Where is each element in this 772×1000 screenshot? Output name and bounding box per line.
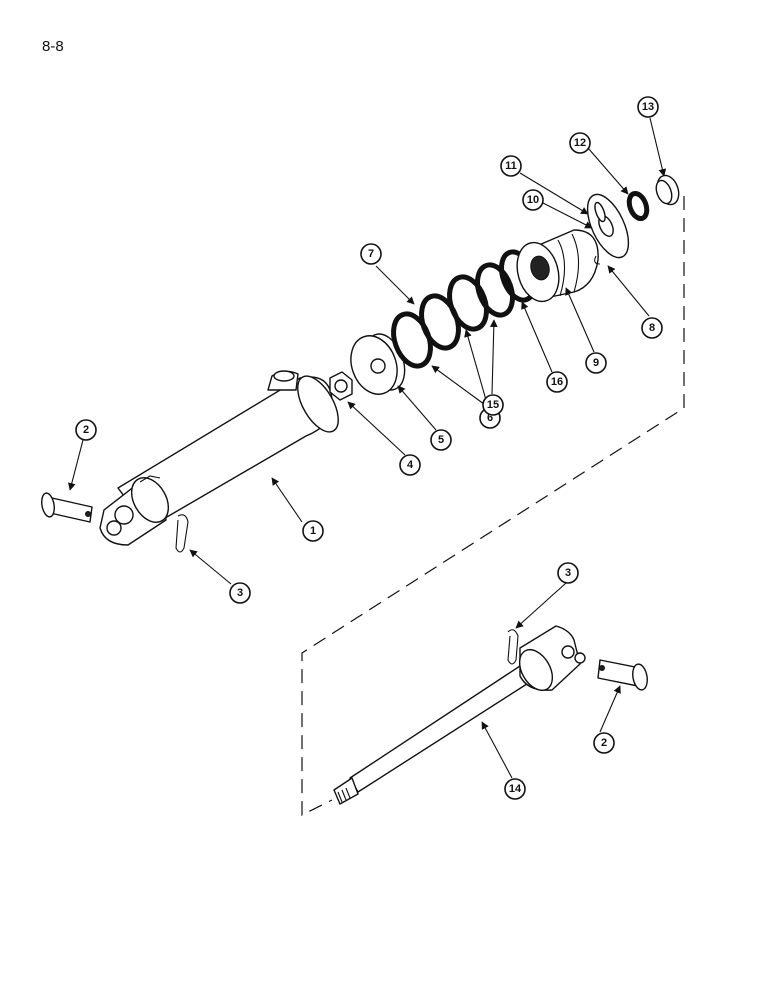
callout-16: 16 <box>546 371 568 393</box>
nut <box>329 371 353 401</box>
callout-12: 12 <box>569 132 591 154</box>
svg-text:7: 7 <box>368 248 374 260</box>
svg-text:12: 12 <box>574 137 586 149</box>
svg-text:9: 9 <box>593 357 599 369</box>
svg-text:2: 2 <box>83 424 89 436</box>
svg-text:2: 2 <box>601 737 607 749</box>
callout-2-lower: 2 <box>593 732 615 754</box>
callout-10: 10 <box>522 189 544 211</box>
svg-text:13: 13 <box>642 101 654 113</box>
callout-3-upper: 3 <box>229 582 251 604</box>
leader-lines <box>68 117 667 779</box>
flat-washer <box>594 201 606 223</box>
svg-text:5: 5 <box>438 434 444 446</box>
wiper-ring <box>626 190 650 222</box>
callout-4: 4 <box>399 454 421 476</box>
callout-15: 15 <box>482 394 504 416</box>
svg-text:1: 1 <box>310 525 316 537</box>
callout-13: 13 <box>637 96 659 118</box>
piston-rod <box>333 625 586 805</box>
callout-7: 7 <box>360 243 382 265</box>
svg-text:11: 11 <box>505 160 517 172</box>
wiper-seal <box>655 174 680 206</box>
callout-5: 5 <box>430 429 452 451</box>
callout-9: 9 <box>585 352 607 374</box>
hair-pin-clip-lower <box>507 629 519 665</box>
page-number: 8-8 <box>42 38 64 55</box>
svg-text:15: 15 <box>487 399 499 411</box>
callout-11: 11 <box>500 155 522 177</box>
gland <box>516 229 599 303</box>
svg-text:10: 10 <box>527 194 539 206</box>
pin-lower <box>597 659 648 691</box>
piston-rings <box>391 274 489 369</box>
svg-text:4: 4 <box>407 459 414 471</box>
svg-text:3: 3 <box>237 587 243 599</box>
svg-text:8: 8 <box>649 322 655 334</box>
callout-8: 8 <box>641 317 663 339</box>
cylinder-barrel <box>99 370 339 546</box>
svg-text:14: 14 <box>509 783 522 795</box>
callout-3-lower: 3 <box>557 562 579 584</box>
assembly-guide-lines <box>301 196 685 816</box>
pin-upper <box>41 492 93 523</box>
svg-text:16: 16 <box>551 376 563 388</box>
callout-2-upper: 2 <box>75 419 97 441</box>
svg-text:3: 3 <box>565 567 571 579</box>
callout-14: 14 <box>504 778 526 800</box>
hair-pin-clip-upper <box>175 514 189 553</box>
svg-text:6: 6 <box>487 412 493 424</box>
callout-1: 1 <box>302 520 324 542</box>
